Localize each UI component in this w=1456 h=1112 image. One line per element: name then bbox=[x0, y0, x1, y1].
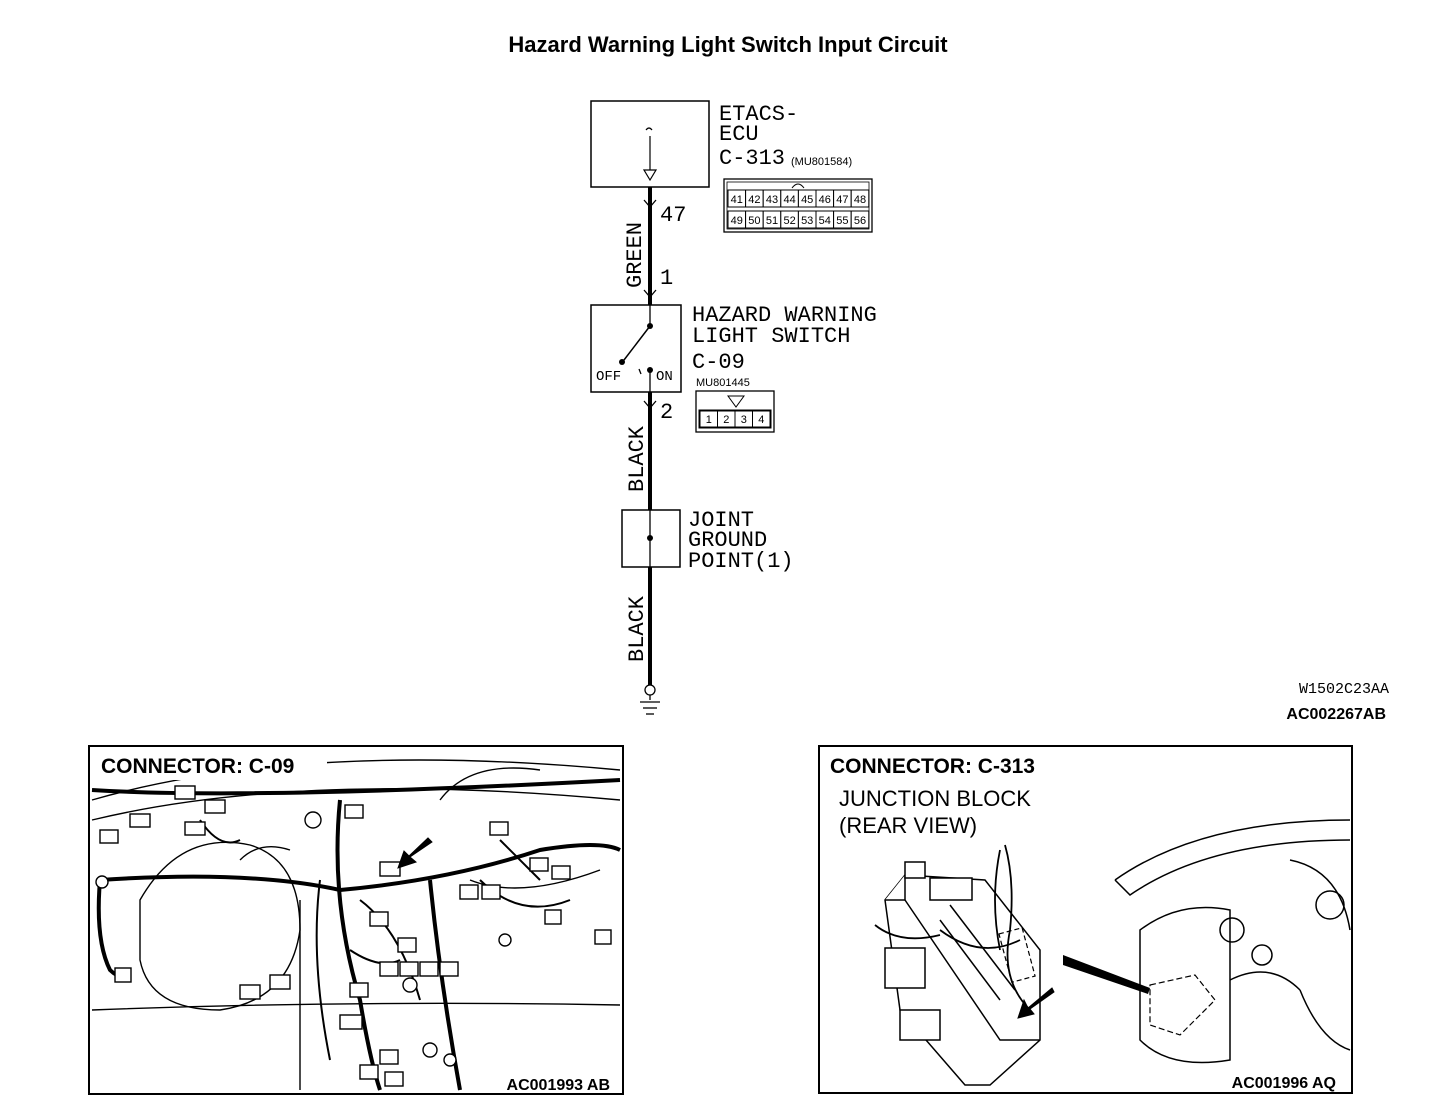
connector-outline-dashed bbox=[998, 927, 1036, 983]
ecu-name-line2: ECU bbox=[719, 122, 759, 147]
ground-icon bbox=[640, 684, 660, 715]
arrow-icon bbox=[397, 837, 433, 869]
ecu-pin-number: 42 bbox=[748, 194, 760, 206]
pin-label-47: 47 bbox=[660, 203, 686, 228]
ecu-pin-row-bottom: 49 50 51 52 53 54 55 56 bbox=[727, 210, 870, 229]
ecu-pin-number: 56 bbox=[854, 215, 866, 227]
c09-title-bg bbox=[97, 752, 327, 780]
joint-ground-block bbox=[621, 509, 681, 568]
ecu-pin-number: 51 bbox=[766, 215, 778, 227]
switch-name-line1: HAZARD WARNING bbox=[692, 303, 877, 328]
switch-connector-id: C-09 bbox=[692, 350, 745, 375]
c09-panel-title: CONNECTOR: C-09 bbox=[101, 755, 294, 778]
dashboard-illustration bbox=[91, 759, 621, 1090]
ecu-pin-cell bbox=[850, 189, 870, 208]
junction-block-wires bbox=[874, 844, 1031, 1011]
dashboard-illustration bbox=[1114, 819, 1351, 1064]
pin-label-2: 2 bbox=[660, 400, 673, 425]
hazard-switch-block bbox=[590, 304, 682, 393]
ecu-pin-number: 41 bbox=[731, 194, 743, 206]
ecu-connector-id: C-313 bbox=[719, 146, 785, 171]
ecu-pin-number: 47 bbox=[836, 194, 848, 206]
ecu-pin-cell bbox=[850, 210, 870, 229]
ground-name-line2: GROUND bbox=[688, 528, 767, 553]
ecu-pin-number: 52 bbox=[783, 215, 795, 227]
switch-off-label: OFF bbox=[596, 369, 621, 385]
switch-pin-number: 4 bbox=[758, 414, 764, 426]
connector-blocks bbox=[99, 785, 612, 1087]
connector-c09-panel bbox=[88, 745, 624, 1095]
ground-name-line3: POINT(1) bbox=[688, 549, 794, 574]
switch-pin-cell bbox=[752, 410, 771, 428]
ecu-pin-row-top: 41 42 43 44 45 46 47 48 bbox=[727, 189, 870, 208]
c313-panel-title: CONNECTOR: C-313 bbox=[830, 755, 1035, 778]
ecu-name-line1: ETACS- bbox=[719, 102, 798, 127]
page-title: Hazard Warning Light Switch Input Circui… bbox=[508, 32, 948, 57]
c313-panel-code: AC001996 AQ bbox=[1232, 1075, 1336, 1092]
c313-title-bg bbox=[826, 752, 1071, 780]
switch-pin-number: 1 bbox=[706, 414, 712, 426]
harness-illustration bbox=[91, 778, 621, 1091]
ecu-connector-face: 41 42 43 44 45 46 47 48 49 50 51 52 53 54 55 56 bbox=[723, 178, 873, 233]
c09-code-bg bbox=[480, 1074, 618, 1092]
grommets bbox=[95, 811, 512, 1067]
switch-pin-number: 3 bbox=[741, 414, 747, 426]
ecu-pin-number: 55 bbox=[836, 215, 848, 227]
view-direction-icon bbox=[1063, 955, 1150, 994]
ecu-pin-number: 44 bbox=[783, 194, 795, 206]
ecu-pin-number: 54 bbox=[819, 215, 831, 227]
ecu-pin-number: 49 bbox=[731, 215, 743, 227]
wire-color-black-middle: BLACK bbox=[625, 425, 650, 492]
switch-part-number: MU801445 bbox=[696, 377, 750, 389]
pin-label-1: 1 bbox=[660, 266, 673, 291]
c313-subtitle-line1: JUNCTION BLOCK bbox=[839, 786, 1031, 811]
ecu-part-number: (MU801584) bbox=[791, 156, 852, 168]
c313-subtitle-line2: (REAR VIEW) bbox=[839, 813, 977, 838]
c09-panel-code: AC001993 AB bbox=[507, 1077, 610, 1094]
diagram-code-1: W1502C23AA bbox=[1299, 681, 1389, 698]
connector-c313-panel bbox=[818, 745, 1353, 1094]
ecu-pin-number: 43 bbox=[766, 194, 778, 206]
ecu-pin-number: 53 bbox=[801, 215, 813, 227]
junction-block-location-dashed bbox=[1149, 974, 1216, 1036]
wire-color-black-lower: BLACK bbox=[625, 595, 650, 662]
switch-name-line2: LIGHT SWITCH bbox=[692, 324, 850, 349]
ecu-block bbox=[590, 100, 710, 188]
switch-on-label: ON bbox=[656, 369, 673, 385]
c313-code-bg bbox=[1215, 1072, 1345, 1090]
ecu-pin-number: 46 bbox=[819, 194, 831, 206]
ecu-pin-number: 45 bbox=[801, 194, 813, 206]
switch-pin-number: 2 bbox=[723, 414, 729, 426]
diagram-code-2: AC002267AB bbox=[1286, 706, 1386, 723]
arrow-icon bbox=[1017, 987, 1055, 1019]
ecu-pin-number: 48 bbox=[854, 194, 866, 206]
wire-color-green: GREEN bbox=[623, 222, 648, 288]
ecu-pin-number: 50 bbox=[748, 215, 760, 227]
ground-name-line1: JOINT bbox=[688, 508, 754, 533]
terminal-mark-1 bbox=[643, 289, 657, 298]
